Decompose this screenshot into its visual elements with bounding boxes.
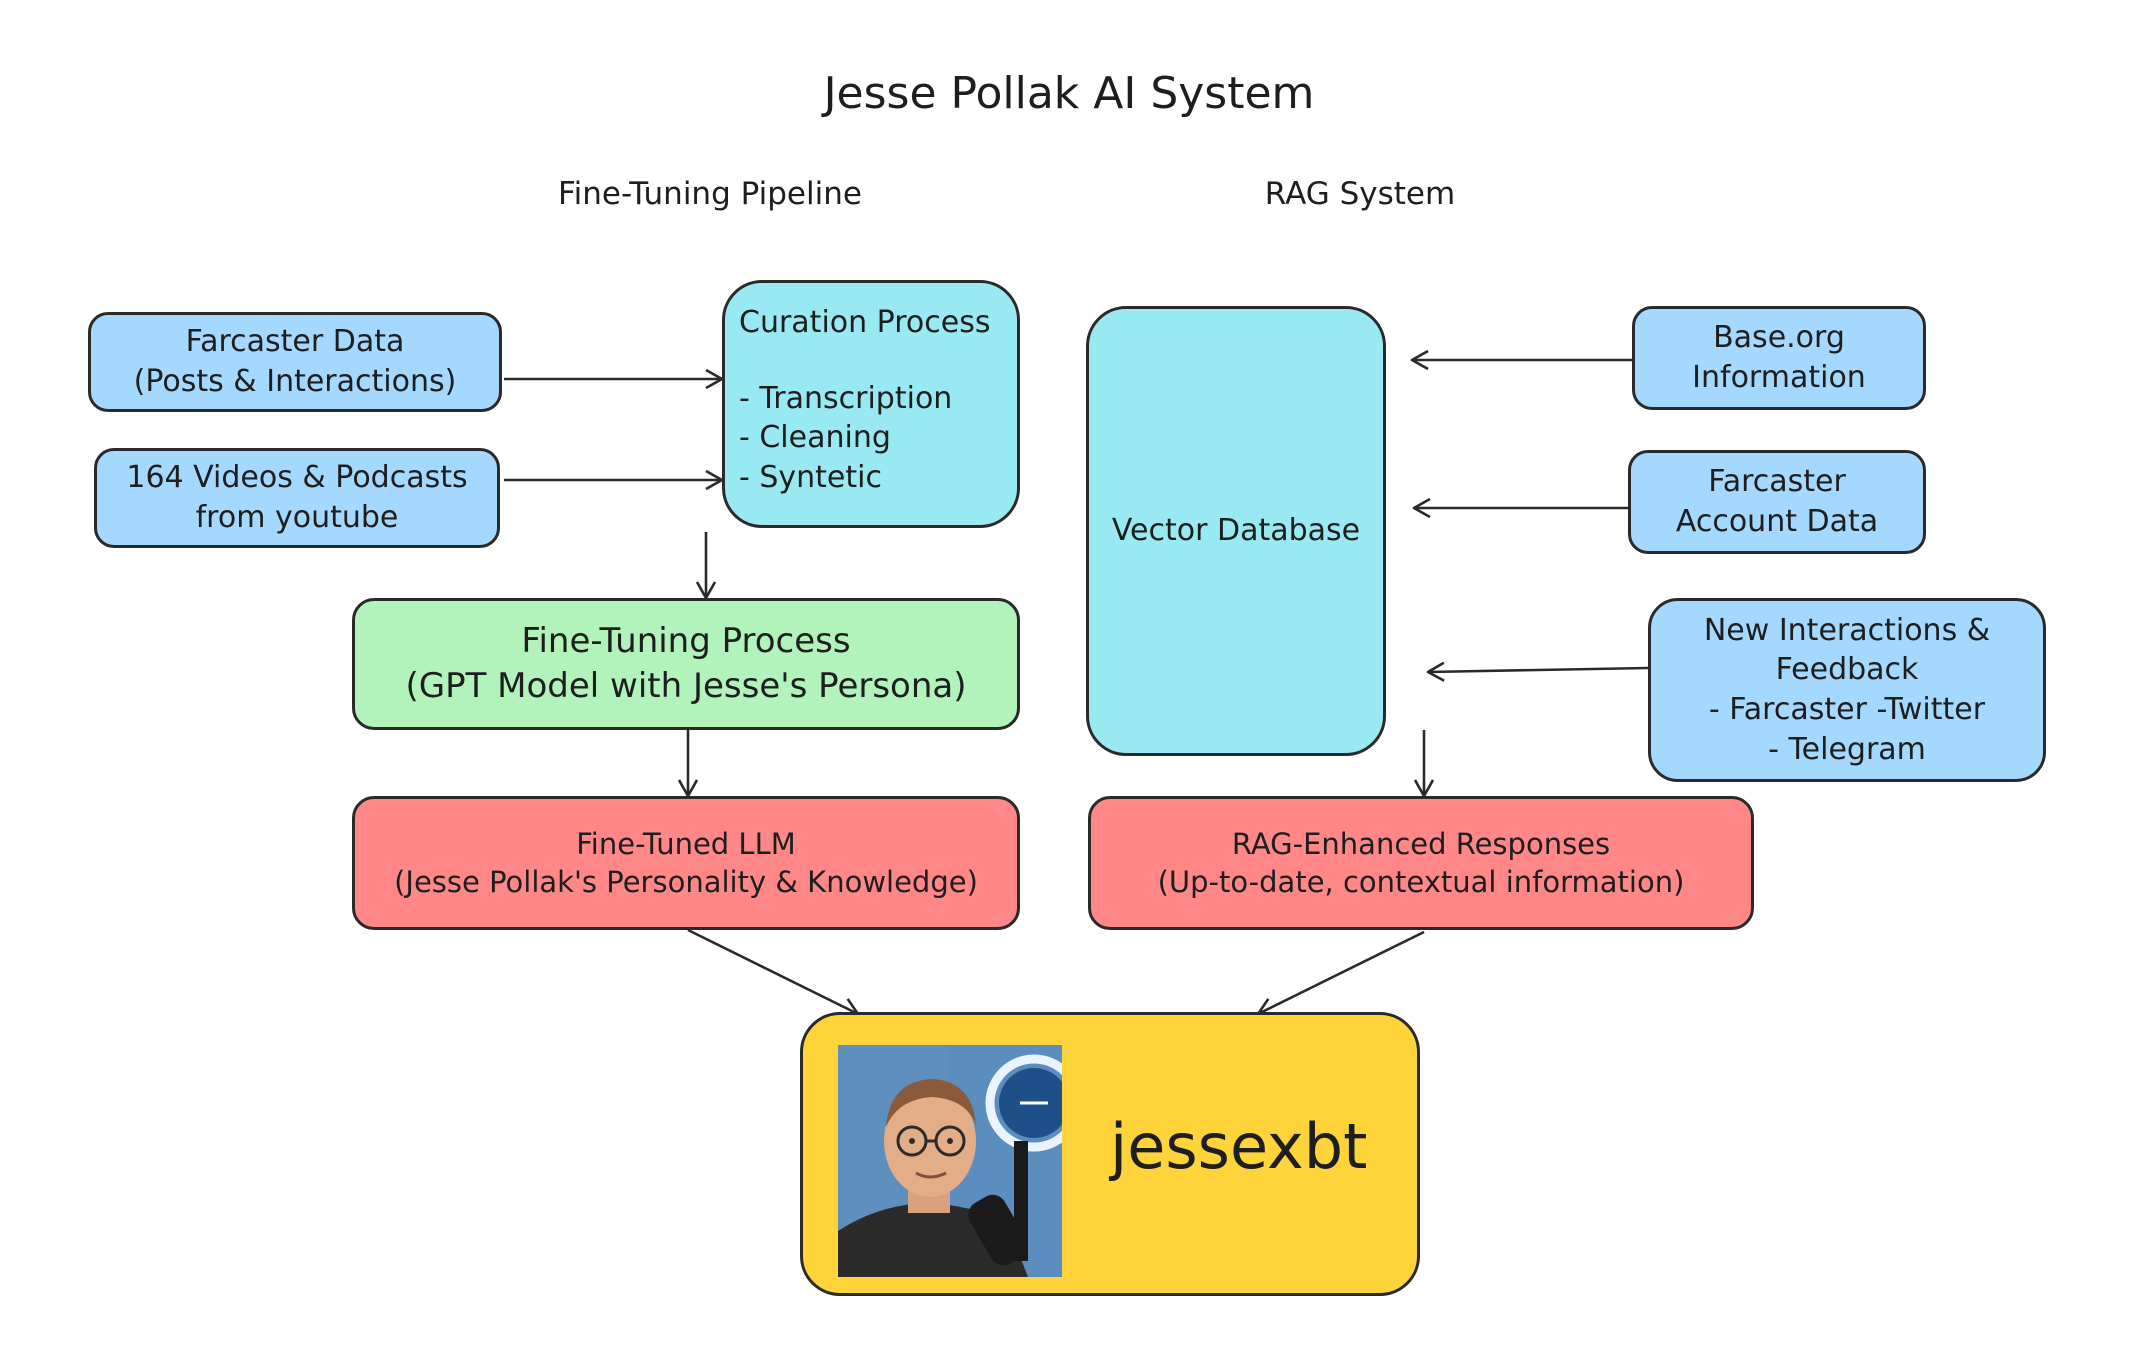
node-farcaster-data-line-1: Farcaster Data (185, 324, 405, 360)
node-fine-tuning-line-1: Fine-Tuning Process (521, 621, 851, 662)
node-rag-line-1: RAG-Enhanced Responses (1231, 826, 1611, 861)
node-base-org-line-2: Information (1692, 360, 1866, 395)
node-curation-item-1: - Transcription (739, 380, 953, 416)
node-curation-item-2: - Cleaning (739, 420, 891, 456)
node-curation-heading: Curation Process (739, 305, 991, 340)
node-curation-process: Curation Process - Transcription - Clean… (722, 280, 1020, 528)
node-videos-line-1: 164 Videos & Podcasts (126, 460, 468, 496)
arrow-llm-to-output (687, 928, 860, 1017)
node-new-interactions-line-4: - Telegram (1768, 731, 1926, 767)
node-vector-database-label: Vector Database (1111, 513, 1361, 549)
node-farcaster-account-line-2: Account Data (1675, 504, 1879, 539)
node-farcaster-account-line-1: Farcaster (1708, 464, 1846, 500)
node-fine-tuned-llm: Fine-Tuned LLM (Jesse Pollak's Personali… (352, 796, 1020, 930)
node-curation-item-3: - Syntetic (739, 459, 882, 495)
node-rag-enhanced-responses: RAG-Enhanced Responses (Up-to-date, cont… (1088, 796, 1754, 930)
section-label-rag: RAG System (1264, 176, 1456, 212)
avatar-image (838, 1045, 1062, 1277)
node-farcaster-account: Farcaster Account Data (1628, 450, 1926, 554)
node-videos-podcasts: 164 Videos & Podcasts from youtube (94, 448, 500, 548)
node-base-org-line-1: Base.org (1713, 320, 1845, 356)
node-new-interactions-line-3: - Farcaster -Twitter (1708, 692, 1986, 727)
node-fine-tuned-llm-line-2: (Jesse Pollak's Personality & Knowledge) (394, 865, 978, 899)
arrow-new-interactions-to-vectordb (1426, 661, 1649, 682)
node-vector-database: Vector Database (1086, 306, 1386, 756)
node-fine-tuning-process: Fine-Tuning Process (GPT Model with Jess… (352, 598, 1020, 730)
node-new-interactions-line-2: Feedback (1775, 652, 1919, 688)
diagram-title: Jesse Pollak AI System (823, 68, 1315, 119)
avatar-illustration (838, 1045, 1062, 1277)
node-base-org: Base.org Information (1632, 306, 1926, 410)
node-fine-tuning-line-2: (GPT Model with Jesse's Persona) (405, 666, 967, 706)
node-new-interactions-line-1: New Interactions & (1703, 612, 1991, 648)
node-new-interactions: New Interactions & Feedback - Farcaster … (1648, 598, 2046, 782)
node-farcaster-data-line-2: (Posts & Interactions) (133, 364, 457, 399)
node-rag-line-2: (Up-to-date, contextual information) (1157, 865, 1685, 899)
node-fine-tuned-llm-line-1: Fine-Tuned LLM (576, 826, 796, 861)
arrow-rag-to-output (1256, 930, 1425, 1017)
node-farcaster-data: Farcaster Data (Posts & Interactions) (88, 312, 502, 412)
node-videos-line-2: from youtube (195, 500, 399, 535)
section-label-fine-tuning: Fine-Tuning Pipeline (558, 176, 862, 212)
output-label-jessexbt: jessexbt (1110, 1110, 1368, 1183)
